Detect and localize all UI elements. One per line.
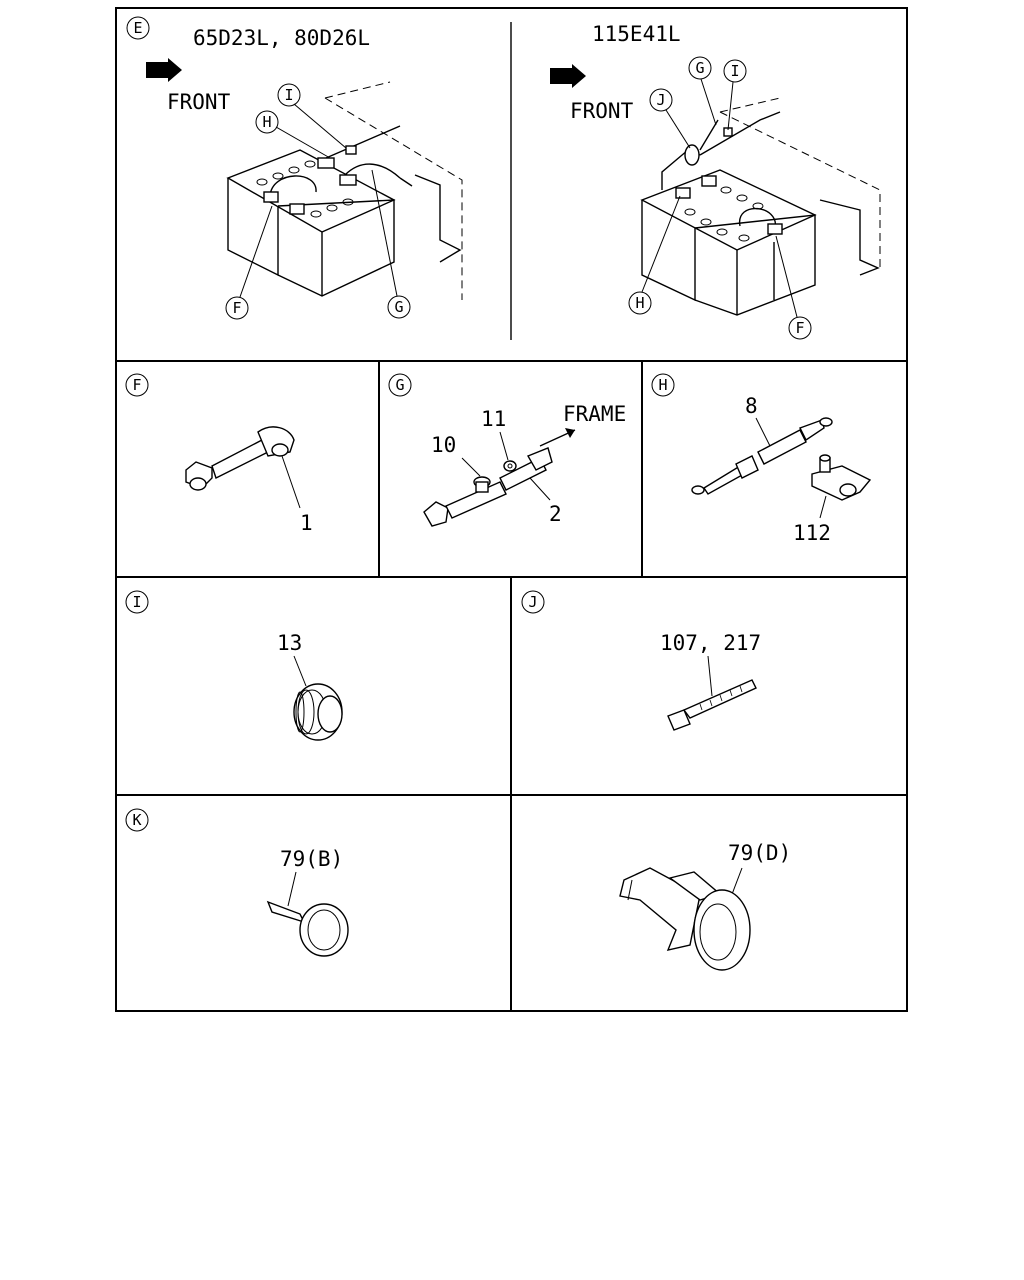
panel-h: H 8 112 bbox=[651, 373, 872, 545]
battery-assembly-left bbox=[226, 81, 463, 300]
frame-direction-arrow-icon bbox=[565, 428, 575, 438]
terminal-clamp-part-112 bbox=[811, 454, 872, 501]
callout-j-right: J bbox=[656, 91, 665, 109]
part-number-2: 2 bbox=[549, 502, 562, 526]
part-number-8: 8 bbox=[745, 394, 758, 418]
battery-model-left: 65D23L, 80D26L bbox=[193, 26, 370, 50]
panel-k: K 79(B) bbox=[125, 808, 349, 957]
panel-79d: 79(D) bbox=[619, 841, 791, 971]
part-number-107-217: 107, 217 bbox=[660, 631, 761, 655]
front-arrow-icon-left bbox=[146, 58, 182, 82]
ref-circle-e bbox=[126, 16, 150, 40]
cable-tie-part-107-217 bbox=[667, 679, 757, 731]
part-number-79d: 79(D) bbox=[728, 841, 791, 865]
battery-assembly-right bbox=[640, 97, 881, 316]
battery-cable-part-8 bbox=[691, 417, 833, 495]
callout-i-left: I bbox=[284, 86, 293, 104]
washer-part-11 bbox=[503, 460, 517, 472]
diagram-frame bbox=[115, 7, 908, 1012]
battery-cable-part-1 bbox=[185, 426, 295, 491]
frame-label: FRAME bbox=[563, 402, 626, 426]
front-label-left: FRONT bbox=[167, 90, 231, 114]
callout-f-left: F bbox=[232, 299, 241, 317]
panel-j: J 107, 217 bbox=[521, 590, 761, 731]
part-number-13: 13 bbox=[277, 631, 302, 655]
callouts-right: G I J H F bbox=[628, 56, 812, 340]
panel-g: G FRAME 10 11 2 bbox=[388, 373, 626, 527]
panel-f: F 1 bbox=[125, 373, 313, 535]
callout-i-right: I bbox=[730, 62, 739, 80]
callout-h-left: H bbox=[262, 113, 271, 131]
part-number-10: 10 bbox=[431, 433, 456, 457]
clamp-part-79d bbox=[619, 867, 751, 971]
part-number-112: 112 bbox=[793, 521, 831, 545]
ref-label-e: E bbox=[133, 19, 142, 37]
ground-cable-part-2 bbox=[423, 447, 553, 527]
bolt-part-10 bbox=[473, 476, 491, 493]
callout-h-right: H bbox=[635, 294, 644, 312]
front-label-right: FRONT bbox=[570, 99, 634, 123]
callout-g-right: G bbox=[695, 59, 704, 77]
callout-f-right: F bbox=[795, 319, 804, 337]
part-number-1: 1 bbox=[300, 511, 313, 535]
ref-label-k: K bbox=[132, 811, 141, 829]
ref-label-j: J bbox=[528, 593, 537, 611]
panel-i: I 13 bbox=[125, 590, 343, 741]
ref-label-i: I bbox=[132, 593, 141, 611]
front-arrow-icon-right bbox=[550, 64, 586, 88]
callouts-left: I H F G bbox=[225, 83, 411, 320]
grommet-part-13 bbox=[293, 683, 343, 741]
ref-label-f: F bbox=[132, 376, 141, 394]
clip-part-79b bbox=[266, 900, 349, 957]
ref-label-h: H bbox=[658, 376, 667, 394]
battery-model-right: 115E41L bbox=[592, 22, 681, 46]
part-number-79b: 79(B) bbox=[280, 847, 343, 871]
panel-e: E 65D23L, 80D26L 115E41L FRONT FRONT bbox=[126, 16, 881, 340]
callout-g-left: G bbox=[394, 298, 403, 316]
part-number-11: 11 bbox=[481, 407, 506, 431]
ref-label-g: G bbox=[395, 376, 404, 394]
